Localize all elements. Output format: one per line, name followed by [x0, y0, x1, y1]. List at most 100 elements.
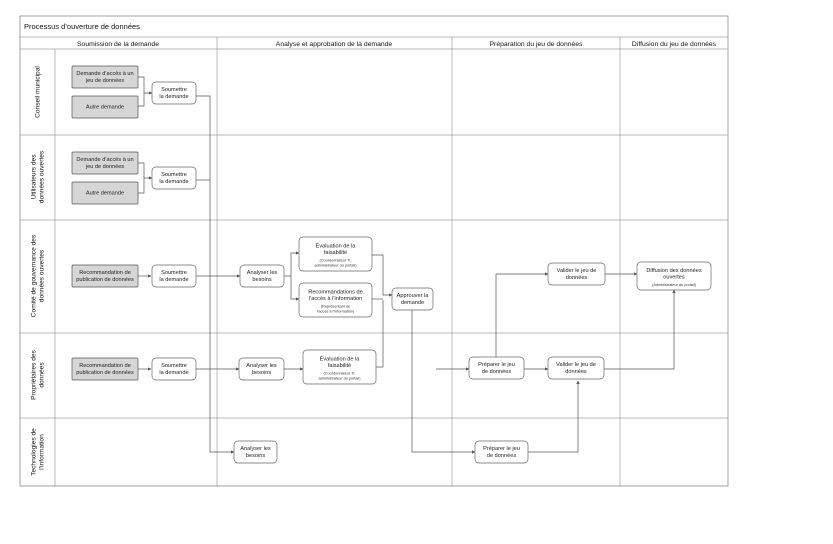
node-sublabel: (Coordonnateur TI, — [319, 259, 351, 263]
lane-label-line: Technologies de — [30, 428, 37, 476]
node-label: publication de données — [76, 370, 134, 376]
lane-label-line: données — [38, 362, 45, 388]
lane-label-line: Propriétaires des — [30, 349, 37, 400]
node-cg-recoacces[interactable]: Recommandations del’accès à l’informatio… — [298, 282, 373, 318]
node-label: Recommandation de — [79, 270, 131, 276]
process-box — [238, 357, 285, 381]
node-sublabel: l’accès à l’information) — [317, 309, 355, 313]
process-box — [302, 349, 377, 385]
node-label: données — [566, 275, 588, 281]
node-label: Demande d’accès à un — [76, 157, 133, 163]
node-label: ouvertes — [663, 275, 685, 281]
connector — [138, 93, 145, 107]
input-box — [71, 151, 139, 175]
node-label: Recommandation de — [79, 363, 131, 369]
node-label: Analyser les — [247, 270, 278, 276]
node-cg-diffusion[interactable]: Diffusion des donnéesouvertes(Administra… — [636, 261, 712, 291]
process-box — [468, 356, 525, 380]
node-label: de données — [482, 369, 511, 375]
connector — [138, 162, 153, 180]
node-label: l’accès à l’information — [309, 296, 362, 302]
node-label: la demande — [159, 370, 188, 376]
node-label: Soumettre — [161, 87, 187, 93]
node-label: Évaluation de la — [316, 242, 357, 249]
node-label: Analyser les — [240, 446, 271, 452]
node-label: besoins — [252, 370, 271, 376]
node-label: la demande — [159, 179, 188, 185]
connector — [284, 251, 300, 277]
process-box — [233, 440, 278, 464]
node-label: Valider le jeu de — [557, 268, 597, 274]
node-label: Préparer le jeu — [478, 362, 515, 368]
diagram-title: Processus d’ouverture de données — [24, 22, 140, 31]
node-label: Autre demande — [86, 191, 124, 197]
node-label: jeu de données — [85, 78, 124, 84]
lane-label: Conseil municipal — [34, 66, 41, 118]
node-label: Demande d’accès à un — [76, 71, 133, 77]
node-label: Analyser les — [246, 363, 277, 369]
connector — [196, 95, 235, 454]
input-box — [71, 357, 139, 381]
node-label: jeu de données — [85, 164, 124, 170]
connector — [290, 276, 300, 301]
node-ud-autre[interactable]: Autre demande — [71, 181, 139, 205]
node-label: la demande — [159, 94, 188, 100]
node-label: Soumettre — [161, 270, 187, 276]
node-label: Approuver la — [397, 293, 430, 299]
node-sublabel: (Coordonnateur TI, — [323, 372, 355, 376]
node-label: données — [565, 369, 587, 375]
lane-label-line: données ouvertes — [38, 249, 45, 302]
lane-label-line: Conseil municipal — [34, 66, 41, 118]
phase-header-soumission: Soumission de la demande — [77, 41, 159, 48]
node-label: Autre demande — [86, 105, 124, 111]
process-box — [151, 357, 197, 381]
connector — [376, 300, 384, 368]
process-box — [239, 264, 285, 288]
phase-header-diffusion: Diffusion du jeu de données — [632, 41, 717, 48]
node-label: Évaluation de la — [320, 355, 361, 362]
process-box — [151, 264, 197, 288]
connector — [411, 310, 476, 454]
node-sublabel: administrateur du portail) — [319, 376, 362, 380]
node-sublabel: (Administrateur du portail) — [652, 283, 696, 287]
node-label: faisabilité — [328, 363, 351, 369]
process-box — [636, 261, 712, 291]
node-label: de données — [487, 453, 516, 459]
process-box — [298, 236, 373, 272]
node-cg-eval[interactable]: Évaluation de lafaisabilité(Coordonnateu… — [298, 236, 373, 272]
input-box — [71, 95, 139, 119]
node-label: Préparer le jeu — [483, 446, 520, 452]
process-box — [151, 166, 197, 190]
process-box — [298, 282, 373, 318]
process-box — [474, 440, 529, 464]
process-box — [391, 287, 434, 311]
connector — [604, 289, 676, 370]
node-cm-autre[interactable]: Autre demande — [71, 95, 139, 119]
connectors — [138, 76, 676, 454]
lane-label-line: Comité de gouvernance des — [30, 234, 37, 317]
process-box — [547, 262, 606, 286]
